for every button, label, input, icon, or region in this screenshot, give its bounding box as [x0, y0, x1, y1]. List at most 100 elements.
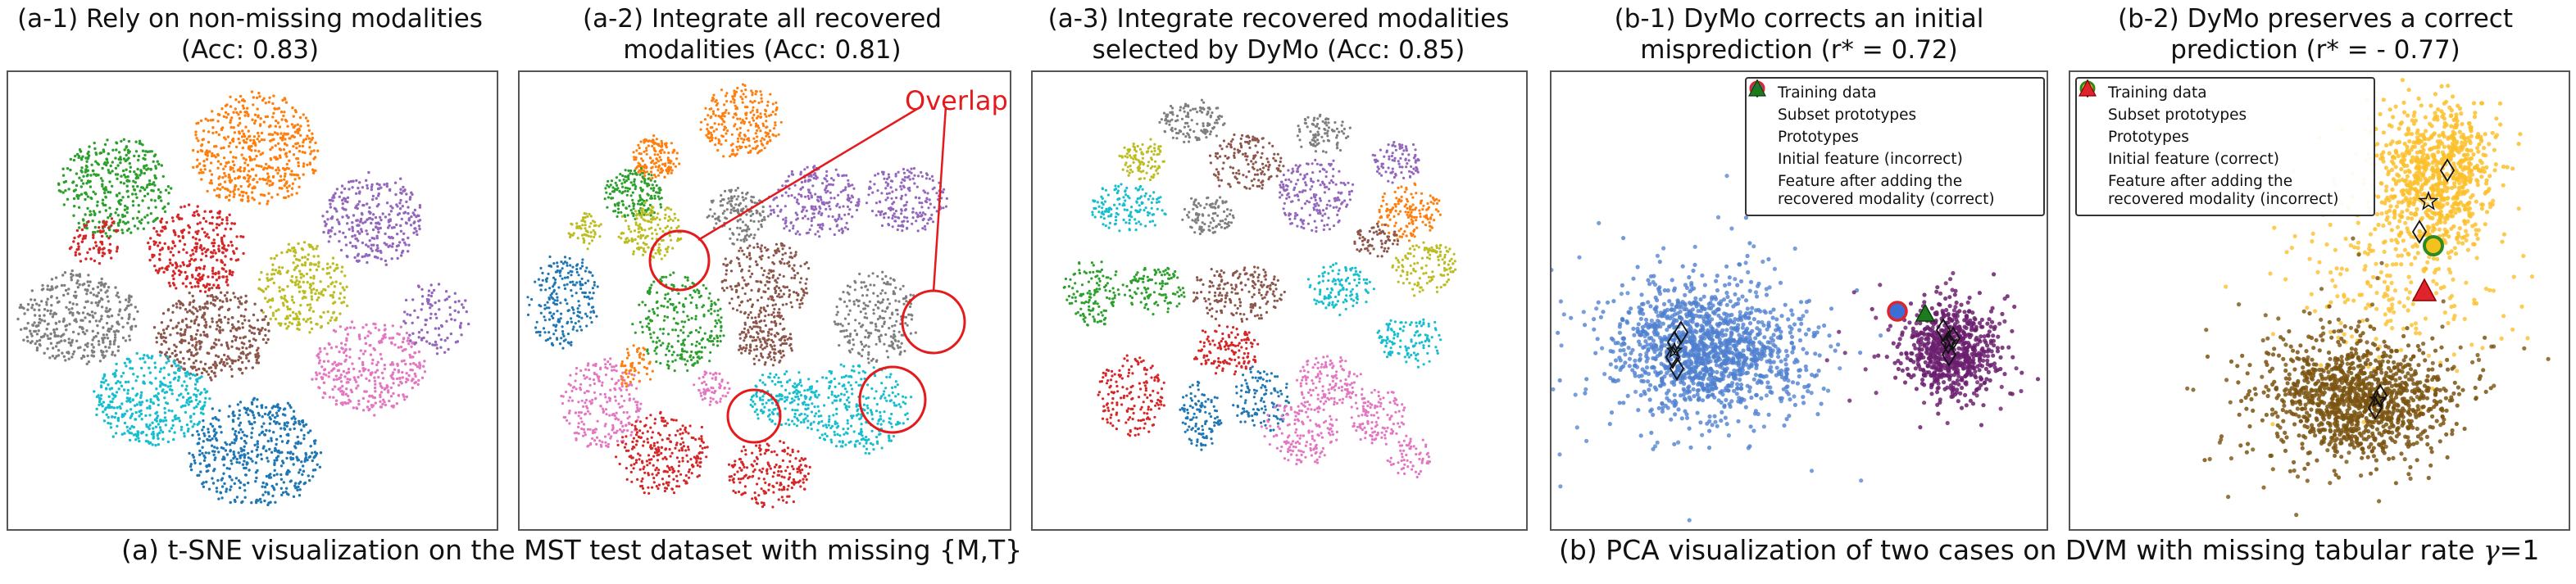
panel-b2-title-line1: (b-2) DyMo preserves a correct: [2117, 4, 2513, 34]
legend-entry: Subset prototypes: [1751, 79, 2037, 126]
panel-a1-title-line1: (a-1) Rely on non-missing modalities: [17, 4, 483, 34]
a3-cluster-1: [1377, 182, 1442, 242]
panel-a2-plot: [518, 70, 1011, 531]
caption-b: (b) PCA visualization of two cases on DV…: [1559, 534, 2539, 566]
triangle-red-icon: [2079, 79, 2108, 192]
diamond-outline-icon: [2082, 79, 2108, 126]
triangle-green-icon: [1748, 79, 1778, 192]
a3-cluster-6: [1295, 355, 1364, 406]
a3-cluster-9: [1091, 183, 1167, 233]
legend-label: Prototypes: [1778, 129, 1859, 146]
a3-cluster-9: [1306, 262, 1375, 317]
panel-b2-title-line2: prediction (r* = - 0.77): [2170, 35, 2460, 65]
diamond-outline-icon: [1751, 79, 1778, 126]
overlap-label: Overlap: [905, 85, 1008, 116]
a2-cluster-1: [699, 83, 783, 158]
b2-subset-prototype: [2411, 220, 2428, 244]
legend-entry: Initial feature (correct): [2079, 80, 2367, 170]
legend-entry: Training data: [2081, 82, 2367, 104]
a2-cluster-9: [749, 370, 816, 428]
caption-b-text: (b) PCA visualization of two cases on DV…: [1559, 534, 2483, 566]
a1-cluster-1: [192, 90, 320, 206]
panel-b2-scatter: [2185, 78, 2551, 518]
caption-b-suffix: =1: [2499, 534, 2540, 566]
a1-cluster-4: [402, 283, 470, 355]
panel-a2-title-line2: modalities (Acc: 0.81): [623, 35, 902, 65]
a2-cluster-7: [833, 270, 917, 364]
a3-cluster-8: [1391, 241, 1457, 297]
a2-cluster-3: [615, 410, 709, 496]
legend-label: Training data: [1778, 84, 1877, 102]
b1-feature-after: [1915, 303, 1936, 322]
a3-cluster-5: [1208, 133, 1285, 190]
a1-cluster-5: [152, 286, 270, 382]
a3-cluster-3: [1193, 324, 1260, 376]
b2-class-a-points: [2224, 78, 2534, 427]
a3-cluster-7: [1181, 196, 1235, 236]
legend-label: Subset prototypes: [2108, 106, 2247, 124]
a2-cluster-4: [768, 165, 861, 238]
circle-blue-red-edge-icon: [1749, 80, 1778, 170]
a2-cluster-6: [560, 357, 643, 449]
legend-label: Subset prototypes: [1778, 106, 1917, 124]
a2-cluster-1: [620, 344, 654, 388]
star-outline-icon: [1749, 79, 1778, 148]
panel-a3-title: (a-3) Integrate recovered modalities sel…: [1020, 3, 1537, 66]
a3-cluster-3: [1097, 354, 1165, 437]
b2-class-b-points: [2185, 236, 2551, 518]
legend-entry: Subset prototypes: [2082, 79, 2367, 126]
b2-feature-after: [2411, 278, 2437, 301]
a3-cluster-9: [1376, 318, 1442, 369]
a2-cluster-3: [727, 439, 811, 509]
a2-cluster-1: [632, 134, 681, 180]
a1-cluster-3: [147, 203, 245, 293]
legend-label: Prototypes: [2108, 129, 2189, 146]
panel-a1-title: (a-1) Rely on non-missing modalities (Ac…: [0, 3, 500, 66]
panel-a1-scatter: [16, 90, 470, 507]
panel-a3-scatter: [1062, 98, 1457, 479]
b1-prototype: [1940, 333, 1958, 351]
panel-a2-title: (a-2) Integrate all recovered modalities…: [508, 3, 1016, 66]
b1-class-b-points: [1824, 270, 2041, 430]
overlap-circle-1: [648, 229, 711, 292]
a3-cluster-5: [1192, 265, 1286, 323]
legend-label: Feature after adding the recovered modal…: [1778, 173, 1995, 208]
a1-cluster-8: [257, 241, 349, 334]
overlap-pointer-line: [932, 106, 947, 292]
panel-b1-scatter: [1552, 174, 2041, 523]
a2-cluster-2: [631, 271, 725, 373]
legend-entry: Feature after adding the recovered modal…: [2079, 79, 2367, 209]
b1-subset-prototype: [1669, 356, 1685, 381]
legend-entry: Initial feature (incorrect): [1749, 80, 2037, 170]
b2-prototype: [2418, 190, 2439, 211]
panel-b1-title-line1: (b-1) DyMo corrects an initial: [1614, 4, 1984, 34]
a1-cluster-6: [311, 320, 427, 417]
b1-subset-prototype: [1941, 342, 1957, 367]
a2-cluster-6: [693, 370, 731, 406]
overlap-circle-4: [726, 388, 782, 444]
a1-cluster-4: [321, 170, 422, 266]
a2-cluster-4: [865, 167, 948, 233]
b1-subset-prototype: [1673, 320, 1689, 345]
a3-cluster-5: [1353, 222, 1400, 258]
legend-entry: Training data: [1751, 82, 2037, 104]
caption-a: (a) t-SNE visualization on the MST test …: [121, 534, 1023, 566]
a2-cluster-9: [802, 363, 913, 455]
panel-a3-plot: [1031, 70, 1528, 531]
b1-subset-prototype: [1940, 330, 1956, 355]
panel-b2-title: (b-2) DyMo preserves a correct predictio…: [2057, 3, 2574, 66]
a1-cluster-0: [188, 396, 323, 507]
overlap-pointer-line: [697, 105, 922, 242]
caption-b-gamma: γ: [2483, 534, 2500, 566]
a2-cluster-0: [526, 255, 599, 350]
a3-cluster-8: [1118, 138, 1165, 182]
a3-cluster-0: [1232, 365, 1290, 432]
panel-a3-title-line2: selected by DyMo (Acc: 0.85): [1092, 35, 1465, 65]
a1-cluster-9: [93, 351, 211, 447]
overlap-circle-3: [858, 365, 927, 434]
legend-label: Feature after adding the recovered modal…: [2108, 173, 2339, 208]
